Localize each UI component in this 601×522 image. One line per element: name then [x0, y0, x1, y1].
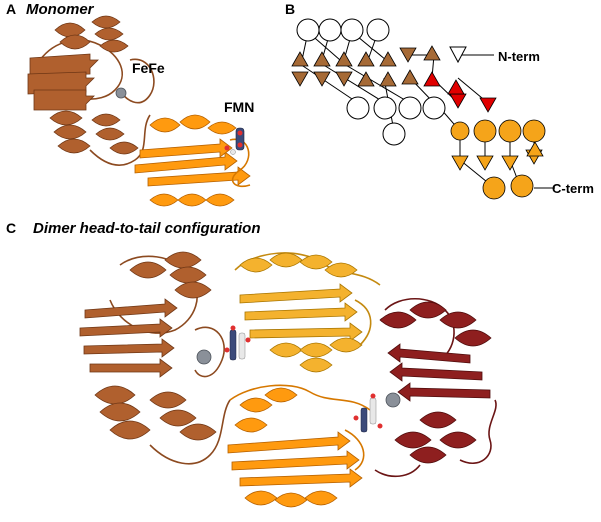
panel-b-label: B	[285, 1, 295, 17]
dimer-darkred-domain	[374, 298, 497, 478]
topology-strands-red	[423, 71, 497, 113]
dimer-brown-domain	[79, 251, 231, 465]
fmn-annotation: FMN	[224, 99, 254, 115]
dimer-cofactor-left	[224, 325, 251, 361]
dimer-orange-domain	[227, 384, 371, 508]
panel-b: B	[285, 1, 594, 200]
n-term-annotation: N-term	[498, 49, 540, 64]
panel-a-label: A	[6, 1, 16, 17]
panel-a: A Monomer FeFe	[6, 1, 254, 207]
dimer-metal-center-right	[385, 392, 401, 408]
panel-c-label: C	[6, 220, 16, 236]
fefe-annotation: FeFe	[132, 60, 165, 76]
monomer-fefe-domain	[27, 15, 155, 166]
dimer-metal-center-left	[196, 349, 212, 365]
panel-c: C Dimer head-to-tail configuration	[6, 220, 497, 508]
dimer-gold-domain	[234, 252, 381, 373]
topology-helices-white	[296, 18, 446, 146]
c-term-annotation: C-term	[552, 181, 594, 196]
topology-strands-brown	[291, 45, 441, 87]
topology-strands-orange	[451, 141, 544, 171]
panel-a-title: Monomer	[26, 1, 95, 18]
dimer-cofactor-right	[353, 393, 383, 433]
fefe-metal-center	[115, 87, 127, 99]
fmn-cofactor	[224, 127, 245, 155]
topology-strand-white	[449, 46, 467, 64]
panel-c-title: Dimer head-to-tail configuration	[33, 220, 261, 237]
topology-helices-orange	[450, 119, 546, 200]
monomer-fmn-domain	[134, 114, 251, 207]
